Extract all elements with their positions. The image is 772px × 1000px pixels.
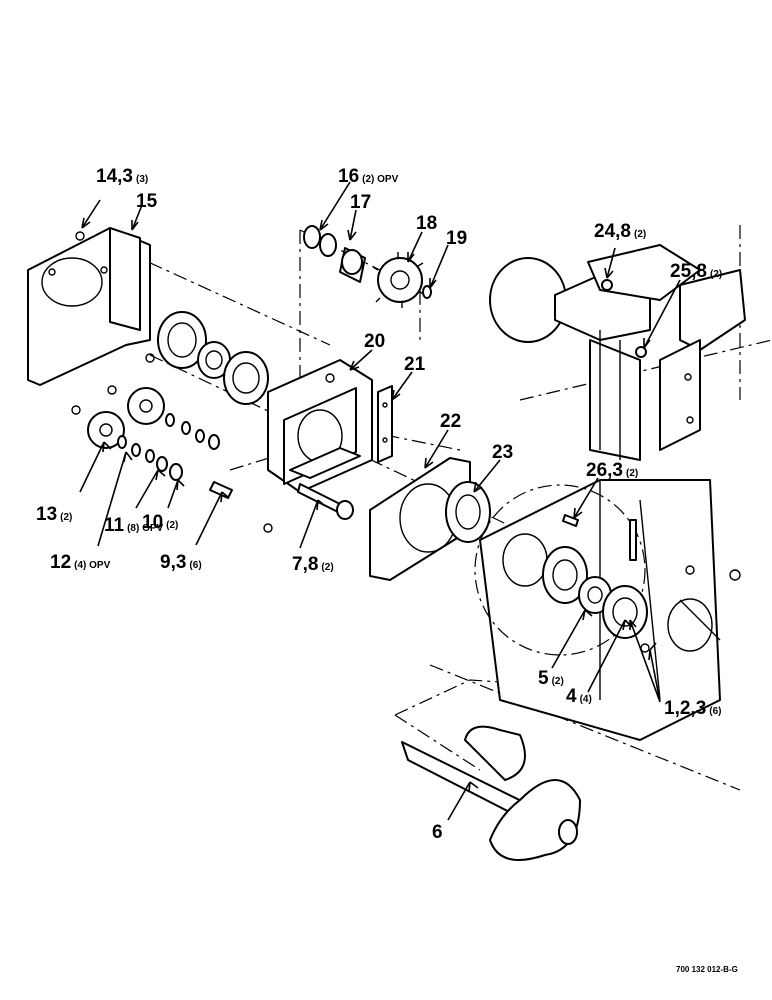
flange-part: [445, 481, 491, 543]
callout-22: 22: [440, 411, 461, 432]
callout-9-3: 9,3(6): [160, 552, 202, 573]
callout-11: 11(8) OPV: [104, 515, 164, 536]
callout-20: 20: [364, 331, 385, 352]
shield-part: [27, 227, 151, 386]
sprocket-upper-group: [303, 225, 432, 308]
callout-6: 6: [432, 822, 443, 843]
callout-23: 23: [492, 442, 513, 463]
strap-part: [377, 385, 393, 463]
callout-4: 4(4): [566, 686, 592, 707]
callout-21: 21: [404, 354, 426, 375]
callout-12: 12(4) OPV: [50, 552, 111, 573]
callout-19: 19: [446, 228, 467, 249]
callout-7-8: 7,8(2): [292, 554, 334, 575]
callout-1-2-3: 1,2,3(6): [664, 698, 722, 719]
callout-18: 18: [416, 213, 437, 234]
callout-15: 15: [136, 191, 158, 212]
auger-part: [401, 725, 581, 861]
callout-26-3: 26,3(2): [586, 460, 638, 481]
callout-10: 10(2): [142, 512, 178, 533]
carriage-bolt: [263, 483, 354, 533]
callout-17: 17: [350, 192, 371, 213]
callout-14-3: 14,3(3): [96, 166, 148, 187]
bearing-group-right: [542, 546, 650, 653]
callout-5: 5(2): [538, 668, 564, 689]
callout-labels: 14,3(3) 15 16(2) OPV 17 18 19 24,8(2) 25…: [36, 166, 722, 843]
drawing-reference-number: 700 132 012-B-G: [676, 965, 738, 974]
callout-13: 13(2): [36, 504, 72, 525]
leader-lines: [79, 181, 681, 821]
frame-structure: [489, 244, 746, 461]
housing-bolts: [562, 514, 637, 561]
callout-16: 16(2) OPV: [338, 166, 399, 187]
bearing-bracket: [267, 359, 373, 493]
bearing-group-left: [145, 311, 269, 405]
callout-25-8: 25,8(2): [670, 261, 722, 282]
lower-left-sprockets: [71, 385, 233, 499]
callout-24-8: 24,8(2): [594, 221, 646, 242]
